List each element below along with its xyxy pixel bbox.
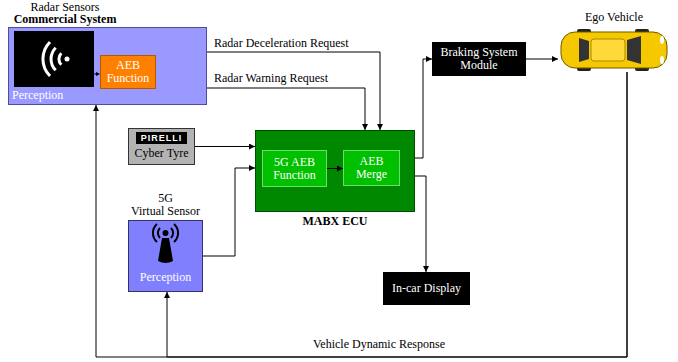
node-text: AEB Merge: [347, 155, 396, 181]
node-text: Commercial System: [0, 13, 130, 26]
ecu-box: 5G AEB FunctionAEB MergeMABX ECU: [255, 130, 415, 212]
connector-arrow: [207, 88, 365, 130]
connector-arrow: [415, 59, 432, 158]
signal-label: Vehicle Dynamic Response: [297, 338, 461, 351]
signal-label: Radar Deceleration Request: [212, 37, 351, 50]
signal-label: Radar Warning Request: [212, 72, 330, 85]
display-box: In-car Display: [383, 272, 470, 305]
module-box: Braking System Module: [432, 42, 526, 76]
connector-arrow: [526, 59, 558, 60]
virtual-sensor-box: 5GVirtual SensorPerception: [128, 220, 203, 292]
system-box: AEB FunctionRadar SensorsCommercial Syst…: [8, 27, 207, 105]
node-text: PIRELLI: [136, 132, 187, 144]
node-text: In-car Display: [387, 282, 466, 295]
function-box: AEB Function: [100, 55, 156, 89]
sensor-box: PIRELLI Cyber Tyre: [128, 128, 195, 165]
node-text: AEB Function: [104, 59, 152, 85]
node-text: Braking System Module: [436, 46, 522, 72]
node-text: 5G AEB Function: [266, 156, 323, 182]
connector-arrow: [203, 168, 255, 256]
connector-arrow: [167, 72, 627, 357]
node-text: Virtual Sensor: [109, 205, 222, 218]
connector-arrow: [195, 146, 255, 147]
vehicle-node: Ego Vehicle: [558, 28, 670, 72]
node-text: Perception: [132, 271, 199, 284]
node-text: Cyber Tyre: [132, 147, 191, 160]
node-text: Perception: [12, 89, 92, 102]
function-box: 5G AEB Function: [262, 150, 327, 187]
connector-arrow: [207, 52, 380, 130]
connector-arrow: [96, 72, 627, 357]
connector-arrow: [415, 176, 426, 272]
node-text: 5G: [109, 192, 222, 205]
car-illustration: [559, 29, 669, 71]
node-text: MABX ECU: [259, 215, 411, 228]
node-text: Ego Vehicle: [562, 11, 666, 24]
merge-box: AEB Merge: [343, 150, 400, 186]
